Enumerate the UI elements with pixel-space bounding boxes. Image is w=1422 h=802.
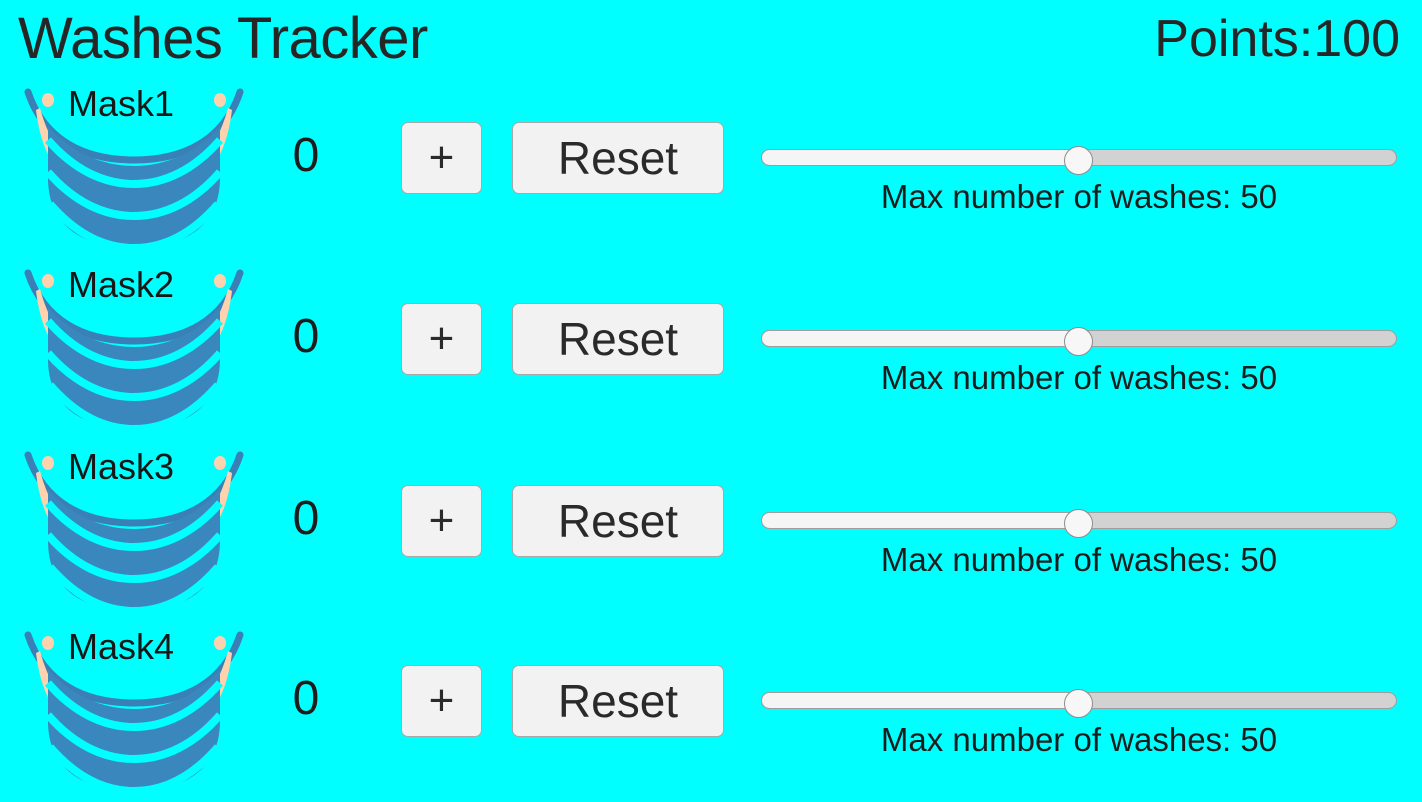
- max-washes-caption: Max number of washes: 50: [880, 541, 1278, 578]
- increment-button[interactable]: +: [401, 303, 482, 375]
- reset-button[interactable]: Reset: [512, 665, 724, 737]
- max-washes-slider-area: Max number of washes: 50: [761, 441, 1397, 611]
- points-display: Points:100: [1154, 10, 1400, 68]
- mask-list: Mask1 0 + Reset Max number of washes: 50: [0, 78, 1422, 800]
- slider-track-fill: [761, 692, 1078, 709]
- mask-icon-wrap: Mask1: [10, 78, 258, 248]
- max-washes-caption: Max number of washes: 50: [880, 359, 1278, 396]
- max-washes-slider-area: Max number of washes: 50: [761, 621, 1397, 791]
- increment-button[interactable]: +: [401, 485, 482, 557]
- increment-button[interactable]: +: [401, 665, 482, 737]
- slider-thumb[interactable]: [1064, 689, 1093, 718]
- increment-button[interactable]: +: [401, 122, 482, 194]
- mask-name-label: Mask1: [68, 83, 175, 124]
- reset-button[interactable]: Reset: [512, 303, 724, 375]
- slider-thumb[interactable]: [1064, 146, 1093, 175]
- slider-track-fill: [761, 149, 1078, 166]
- mask-name-label: Mask4: [68, 626, 175, 667]
- slider-track-fill: [761, 512, 1078, 529]
- slider-thumb[interactable]: [1064, 509, 1093, 538]
- mask-icon-wrap: Mask4: [10, 621, 258, 791]
- mask-row: Mask2 0 + Reset Max number of washes: 50: [0, 259, 1422, 440]
- wash-count: 0: [292, 672, 320, 725]
- face-mask-icon: [24, 88, 244, 248]
- app-header: Washes Tracker Points:100: [0, 0, 1422, 78]
- face-mask-icon: [24, 631, 244, 791]
- face-mask-icon: [24, 269, 244, 429]
- mask-icon-wrap: Mask3: [10, 441, 258, 611]
- wash-count: 0: [292, 310, 320, 363]
- page-title: Washes Tracker: [18, 6, 428, 71]
- mask-icon-wrap: Mask2: [10, 259, 258, 429]
- reset-button[interactable]: Reset: [512, 485, 724, 557]
- max-washes-caption: Max number of washes: 50: [880, 178, 1278, 215]
- max-washes-slider-area: Max number of washes: 50: [761, 78, 1397, 248]
- mask-name-label: Mask3: [68, 446, 175, 487]
- face-mask-icon: [24, 451, 244, 611]
- max-washes-slider[interactable]: [761, 146, 1397, 175]
- slider-track-fill: [761, 330, 1078, 347]
- wash-count: 0: [292, 129, 320, 182]
- mask-row: Mask1 0 + Reset Max number of washes: 50: [0, 78, 1422, 259]
- max-washes-caption: Max number of washes: 50: [880, 721, 1278, 758]
- max-washes-slider[interactable]: [761, 327, 1397, 356]
- max-washes-slider-area: Max number of washes: 50: [761, 259, 1397, 429]
- wash-count: 0: [292, 492, 320, 545]
- mask-row: Mask3 0 + Reset Max number of washes: 50: [0, 441, 1422, 622]
- max-washes-slider[interactable]: [761, 509, 1397, 538]
- max-washes-slider[interactable]: [761, 689, 1397, 718]
- mask-name-label: Mask2: [68, 264, 175, 305]
- reset-button[interactable]: Reset: [512, 122, 724, 194]
- mask-row: Mask4 0 + Reset Max number of washes: 50: [0, 621, 1422, 802]
- slider-thumb[interactable]: [1064, 327, 1093, 356]
